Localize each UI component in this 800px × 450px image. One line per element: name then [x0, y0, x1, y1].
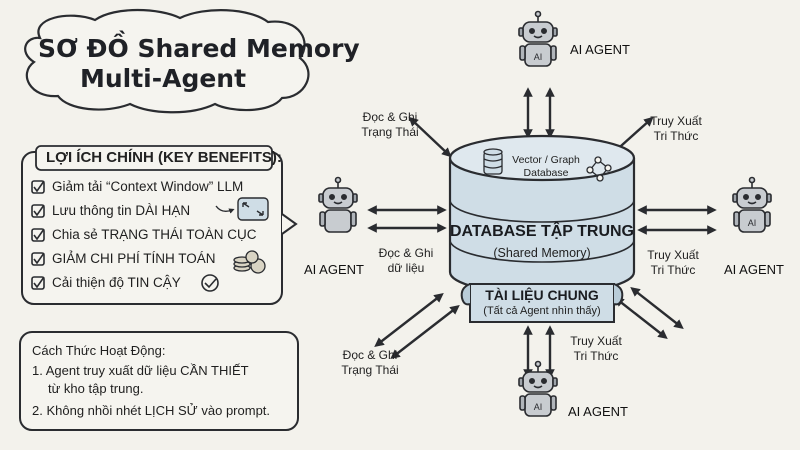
diagram-title-line2: Multi-Agent	[79, 64, 247, 93]
robot-left-icon	[318, 176, 358, 233]
how-step-1: 1. Agent truy xuất dữ liệu CẦN THIẾT	[32, 363, 249, 378]
robot-badge-text: AI	[534, 52, 543, 62]
coins-icon	[233, 250, 266, 274]
benefit-item: Lưu thông tin DÀI HẠN	[52, 203, 191, 218]
robot-top-icon: AI	[518, 10, 558, 67]
benefits-pointer	[281, 213, 298, 235]
robot-badge-text: AI	[748, 218, 757, 228]
how-heading: Cách Thức Hoạt Động:	[32, 343, 166, 358]
expand-icon	[215, 197, 269, 221]
database-subtitle: (Shared Memory)	[493, 246, 591, 260]
how-step-1-cont: từ kho tập trung.	[48, 381, 144, 396]
check-circle-icon	[201, 274, 219, 292]
shared-doc-title: TÀI LIỆU CHUNG	[485, 287, 599, 303]
database-title: DATABASE TẬP TRUNG	[450, 223, 634, 240]
benefit-item: GIẢM CHI PHÍ TÍNH TOÁN	[52, 251, 216, 266]
title-cloud	[24, 8, 310, 114]
flow-arrows	[367, 87, 717, 379]
how-box	[19, 331, 299, 431]
benefit-item: Giảm tải “Context Window” LLM	[52, 179, 244, 194]
benefits-heading-box	[35, 145, 273, 171]
agent-label-left: AI AGENT	[304, 262, 364, 277]
agent-label-right: AI AGENT	[724, 262, 784, 277]
graph-network-icon	[586, 156, 612, 182]
database-mini-icon	[483, 148, 503, 175]
shared-doc-subtitle: (Tất cả Agent nhìn thấy)	[483, 305, 601, 317]
robot-badge-text: AI	[534, 402, 543, 412]
benefits-heading: LỢI ÍCH CHÍNH (KEY BENEFITS):	[46, 149, 282, 166]
benefit-checkboxes	[31, 180, 45, 290]
robot-right-icon: AI	[732, 176, 772, 233]
agent-label-bottom: AI AGENT	[568, 404, 628, 419]
how-step-2: 2. Không nhồi nhét LỊCH SỬ vào prompt.	[32, 403, 271, 418]
agent-label-top: AI AGENT	[570, 42, 630, 57]
vector-graph-label: Vector / Graph Database	[512, 154, 580, 179]
robot-bottom-icon: AI	[518, 360, 558, 417]
benefit-item: Cải thiện độ TIN CẬY	[52, 275, 181, 290]
diagram-title-line1: SƠ ĐỒ Shared Memory	[38, 34, 360, 63]
shared-doc-scroll	[460, 283, 624, 323]
benefit-item: Chia sẻ TRẠNG THÁI TOÀN CỤC	[52, 227, 257, 242]
